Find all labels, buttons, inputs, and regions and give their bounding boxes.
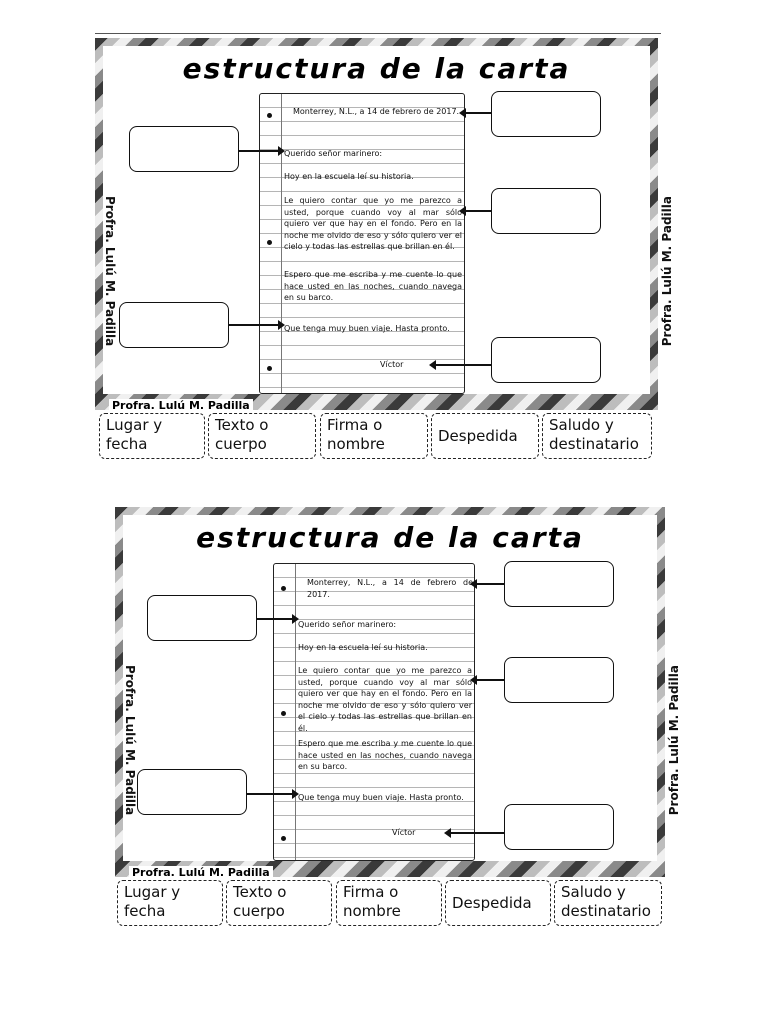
- author-signature-right: Profra. Lulú M. Padilla: [667, 665, 681, 816]
- answer-box-signature[interactable]: [491, 337, 601, 383]
- letter-greeting: Querido señor marinero:: [298, 620, 397, 629]
- author-signature-bottom: Profra. Lulú M. Padilla: [109, 399, 253, 412]
- arrow-right-icon: [247, 789, 299, 799]
- arrow-right-icon: [257, 614, 299, 624]
- label-greeting[interactable]: Saludo y destinatario: [554, 880, 662, 926]
- top-divider: [95, 33, 661, 34]
- arrow-left-icon: [444, 828, 504, 838]
- author-signature-bottom: Profra. Lulú M. Padilla: [129, 866, 273, 879]
- label-signature[interactable]: Firma o nombre: [320, 413, 428, 459]
- frame-inner: estructura de la carta Profra. Lulú M. P…: [103, 46, 674, 394]
- label-place-date[interactable]: Lugar y fecha: [117, 880, 223, 926]
- arrow-right-icon: [229, 320, 285, 330]
- arrow-left-icon: [459, 108, 491, 118]
- letter-body-1: Hoy en la escuela leí su historia.: [284, 172, 414, 181]
- worksheet-2: estructura de la carta Profra. Lulú M. P…: [115, 507, 681, 930]
- author-signature-left: Profra. Lulú M. Padilla: [103, 196, 117, 347]
- arrow-left-icon: [459, 206, 491, 216]
- letter-signature: Víctor: [392, 828, 416, 837]
- letter-body-3: Espero que me escriba y me cuente lo que…: [298, 739, 472, 771]
- answer-box-place-date[interactable]: [504, 561, 614, 607]
- arrow-left-icon: [470, 675, 504, 685]
- answer-box-body[interactable]: [491, 188, 601, 234]
- label-closing[interactable]: Despedida: [445, 880, 551, 926]
- letter-closing: Que tenga muy buen viaje. Hasta pronto.: [298, 793, 464, 802]
- answer-box-greeting[interactable]: [147, 595, 257, 641]
- label-body[interactable]: Texto o cuerpo: [226, 880, 332, 926]
- frame-inner: estructura de la carta Profra. Lulú M. P…: [123, 515, 681, 861]
- binder-hole-icon: [267, 366, 272, 371]
- label-greeting[interactable]: Saludo y destinatario: [542, 413, 652, 459]
- answer-box-body[interactable]: [504, 657, 614, 703]
- author-signature-left: Profra. Lulú M. Padilla: [123, 665, 137, 816]
- letter-paper: Monterrey, N.L., a 14 de febrero de 2017…: [273, 563, 475, 861]
- worksheet-title: estructura de la carta: [196, 521, 584, 554]
- arrow-left-icon: [429, 360, 491, 370]
- answer-box-closing[interactable]: [137, 769, 247, 815]
- letter-greeting: Querido señor marinero:: [284, 149, 383, 158]
- worksheet-title: estructura de la carta: [182, 52, 571, 85]
- arrow-left-icon: [470, 579, 504, 589]
- binder-hole-icon: [267, 240, 272, 245]
- answer-box-signature[interactable]: [504, 804, 614, 850]
- letter-body-2: Le quiero contar que yo me parezco a ust…: [298, 666, 472, 733]
- letter-body-2: Le quiero contar que yo me parezco a ust…: [284, 196, 462, 251]
- binder-hole-icon: [281, 836, 286, 841]
- worksheet-1: estructura de la carta Profra. Lulú M. P…: [95, 38, 674, 463]
- letter-body-3: Espero que me escriba y me cuente lo que…: [284, 270, 462, 302]
- arrow-right-icon: [239, 146, 285, 156]
- letter-closing: Que tenga muy buen viaje. Hasta pronto.: [284, 324, 450, 333]
- striped-frame: estructura de la carta Profra. Lulú M. P…: [95, 38, 674, 412]
- answer-box-greeting[interactable]: [129, 126, 239, 172]
- letter-place-date: Monterrey, N.L., a 14 de febrero de 2017…: [307, 578, 473, 599]
- label-signature[interactable]: Firma o nombre: [336, 880, 442, 926]
- label-closing[interactable]: Despedida: [431, 413, 539, 459]
- label-cutouts: Lugar y fecha Texto o cuerpo Firma o nom…: [95, 413, 658, 463]
- letter-signature: Víctor: [380, 360, 404, 369]
- letter-place-date: Monterrey, N.L., a 14 de febrero de 2017…: [293, 107, 460, 116]
- label-cutouts: Lugar y fecha Texto o cuerpo Firma o nom…: [115, 880, 665, 930]
- label-place-date[interactable]: Lugar y fecha: [99, 413, 205, 459]
- striped-frame: estructura de la carta Profra. Lulú M. P…: [115, 507, 681, 879]
- label-body[interactable]: Texto o cuerpo: [208, 413, 316, 459]
- binder-hole-icon: [267, 113, 272, 118]
- answer-box-place-date[interactable]: [491, 91, 601, 137]
- binder-hole-icon: [281, 711, 286, 716]
- author-signature-right: Profra. Lulú M. Padilla: [660, 196, 674, 347]
- letter-body-1: Hoy en la escuela leí su historia.: [298, 643, 428, 652]
- answer-box-closing[interactable]: [119, 302, 229, 348]
- binder-hole-icon: [281, 586, 286, 591]
- letter-paper: Monterrey, N.L., a 14 de febrero de 2017…: [259, 93, 465, 394]
